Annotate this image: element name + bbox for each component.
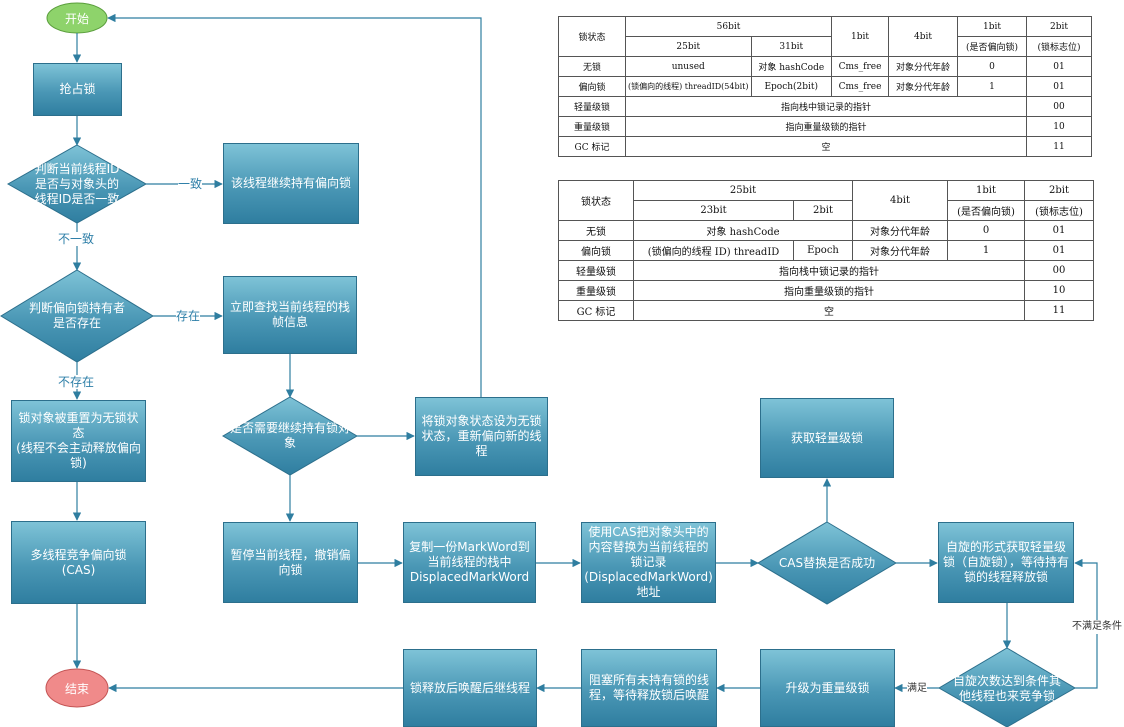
t2-cell: 对象分代年龄 — [852, 220, 948, 241]
grab-lock-box: 抢占锁 — [33, 63, 122, 116]
t1-head-56bit: 56bit — [625, 16, 832, 37]
t2-cell: 对象 hashCode — [633, 220, 853, 241]
end-terminal — [45, 668, 109, 708]
t1-cell: 指向栈中锁记录的指针 — [625, 96, 1027, 117]
decision-need-continue-label: 是否需要继续持有锁对象 — [229, 421, 350, 450]
decision-thread-id-label: 判断当前线程ID是否与对象头的线程ID是否一致 — [34, 161, 120, 206]
label-inconsistent: 不一致 — [58, 232, 95, 246]
end-label: 结束 — [64, 681, 89, 696]
t2-head-lock-state: 锁状态 — [558, 180, 634, 221]
t2-cell: 轻量级锁 — [558, 260, 634, 281]
t2-cell: 11 — [1024, 300, 1094, 321]
t2-head-2bit: 2bit — [1024, 180, 1094, 201]
t2-head-25bit: 25bit — [633, 180, 853, 201]
label-not-exists: 不存在 — [58, 375, 95, 389]
t1-cell: 指向重量级锁的指针 — [625, 116, 1027, 137]
t1-cell: 01 — [1026, 76, 1092, 97]
t1-cell: 00 — [1026, 96, 1092, 117]
t1-cell: (锁偏向的线程) threadID(54bit) — [625, 76, 752, 97]
find-stack-box: 立即查找当前线程的栈帧信息 — [223, 276, 357, 354]
t1-head-flag-note: (锁标志位) — [1026, 36, 1092, 57]
t2-cell: 00 — [1024, 260, 1094, 281]
t1-cell: 重量级锁 — [558, 116, 626, 137]
t2-cell: 0 — [947, 220, 1025, 241]
t2-cell: (锁偏向的线程 ID) threadID — [633, 240, 794, 261]
t2-head-4bit: 4bit — [852, 180, 948, 221]
set-rebias-box: 将锁对象状态设为无锁状态，重新偏向新的线程 — [415, 397, 548, 476]
t1-cell: 1 — [957, 76, 1027, 97]
decision-cas-label: CAS替换是否成功 — [778, 555, 876, 570]
t1-cell: 10 — [1026, 116, 1092, 137]
cas-replace-box: 使用CAS把对象头中的内容替换为当前线程的锁记录 (DisplacedMarkW… — [581, 522, 716, 603]
t1-head-31bit: 31bit — [750, 36, 832, 57]
decision-cas-shape — [757, 521, 897, 605]
t2-cell: GC 标记 — [558, 300, 634, 321]
t1-head-2bit: 2bit — [1026, 16, 1092, 37]
start-label: 开始 — [64, 11, 89, 26]
t1-cell: 对象 hashCode — [750, 56, 832, 77]
t1-cell: 轻量级锁 — [558, 96, 626, 117]
label-exists: 存在 — [176, 309, 201, 323]
decision-holder-label: 判断偏向锁持有者是否存在 — [28, 301, 125, 330]
t1-head-1bit-b: 1bit — [957, 16, 1027, 37]
copy-markword-box: 复制一份MarkWord到当前线程的栈中DisplacedMarkWord — [403, 522, 536, 603]
get-light-box: 获取轻量级锁 — [760, 398, 894, 478]
t1-cell: 01 — [1026, 56, 1092, 77]
continue-biased-box: 该线程继续持有偏向锁 — [223, 143, 359, 224]
release-wake-box: 锁释放后唤醒后继线程 — [403, 649, 537, 727]
t2-cell: 重量级锁 — [558, 280, 634, 301]
t1-head-1bit-a: 1bit — [831, 16, 889, 57]
block-threads-box: 阻塞所有未持有锁的线程，等待释放锁后唤醒 — [581, 649, 717, 727]
t2-cell: 指向栈中锁记录的指针 — [633, 260, 1025, 281]
spin-get-light-box: 自旋的形式获取轻量级锁（自旋锁），等待持有锁的线程释放锁 — [938, 522, 1074, 603]
t2-cell: 空 — [633, 300, 1025, 321]
t1-cell: 11 — [1026, 136, 1092, 157]
pause-revoke-box: 暂停当前线程，撤销偏向锁 — [223, 522, 358, 603]
t2-head-1bit: 1bit — [947, 180, 1025, 201]
t1-head-biased-note: (是否偏向锁) — [957, 36, 1027, 57]
t1-cell: GC 标记 — [558, 136, 626, 157]
t2-cell: Epoch — [793, 240, 853, 261]
decision-spin-shape — [938, 647, 1076, 727]
decision-spin-label: 自旋次数达到条件其他线程也来竞争锁 — [952, 674, 1061, 703]
t1-head-25bit: 25bit — [625, 36, 752, 57]
t1-cell: 0 — [957, 56, 1027, 77]
upgrade-heavy-box: 升级为重量级锁 — [760, 649, 895, 727]
reset-unlocked-box: 锁对象被重置为无锁状态 (线程不会主动释放偏向锁) — [11, 400, 146, 482]
t2-cell: 指向重量级锁的指针 — [633, 280, 1025, 301]
t1-cell: 无锁 — [558, 56, 626, 77]
t2-head-2bit-a: 2bit — [793, 200, 853, 221]
markword-64bit-table: 锁状态 56bit 1bit 4bit 1bit 2bit 25bit 31bi… — [558, 16, 1092, 157]
t2-cell: 01 — [1024, 240, 1094, 261]
t1-cell: 对象分代年龄 — [888, 76, 958, 97]
t1-cell: Cms_free — [831, 76, 889, 97]
label-not-satisfied: 不满足条件 — [1072, 620, 1122, 634]
t1-cell: 对象分代年龄 — [888, 56, 958, 77]
t1-cell: Cms_free — [831, 56, 889, 77]
label-consistent: 一致 — [178, 177, 203, 191]
t1-cell: 偏向锁 — [558, 76, 626, 97]
t2-cell: 无锁 — [558, 220, 634, 241]
markword-32bit-table: 锁状态 25bit 4bit 1bit 2bit 23bit 2bit (是否偏… — [558, 180, 1094, 321]
label-satisfied: 满足 — [907, 682, 927, 696]
edge-rebias-start — [107, 13, 482, 397]
t1-head-4bit: 4bit — [888, 16, 958, 57]
t2-cell: 偏向锁 — [558, 240, 634, 261]
t1-cell: Epoch(2bit) — [750, 76, 832, 97]
t1-cell: 空 — [625, 136, 1027, 157]
t2-cell: 对象分代年龄 — [852, 240, 948, 261]
t2-cell: 10 — [1024, 280, 1094, 301]
t1-head-lock-state: 锁状态 — [558, 16, 626, 57]
t2-head-23bit: 23bit — [633, 200, 794, 221]
t2-head-flag-note: (锁标志位) — [1024, 200, 1094, 221]
t2-cell: 01 — [1024, 220, 1094, 241]
t1-cell: unused — [625, 56, 752, 77]
t2-head-biased-note: (是否偏向锁) — [947, 200, 1025, 221]
t2-cell: 1 — [947, 240, 1025, 261]
multi-compete-box: 多线程竞争偏向锁 (CAS) — [11, 521, 146, 604]
